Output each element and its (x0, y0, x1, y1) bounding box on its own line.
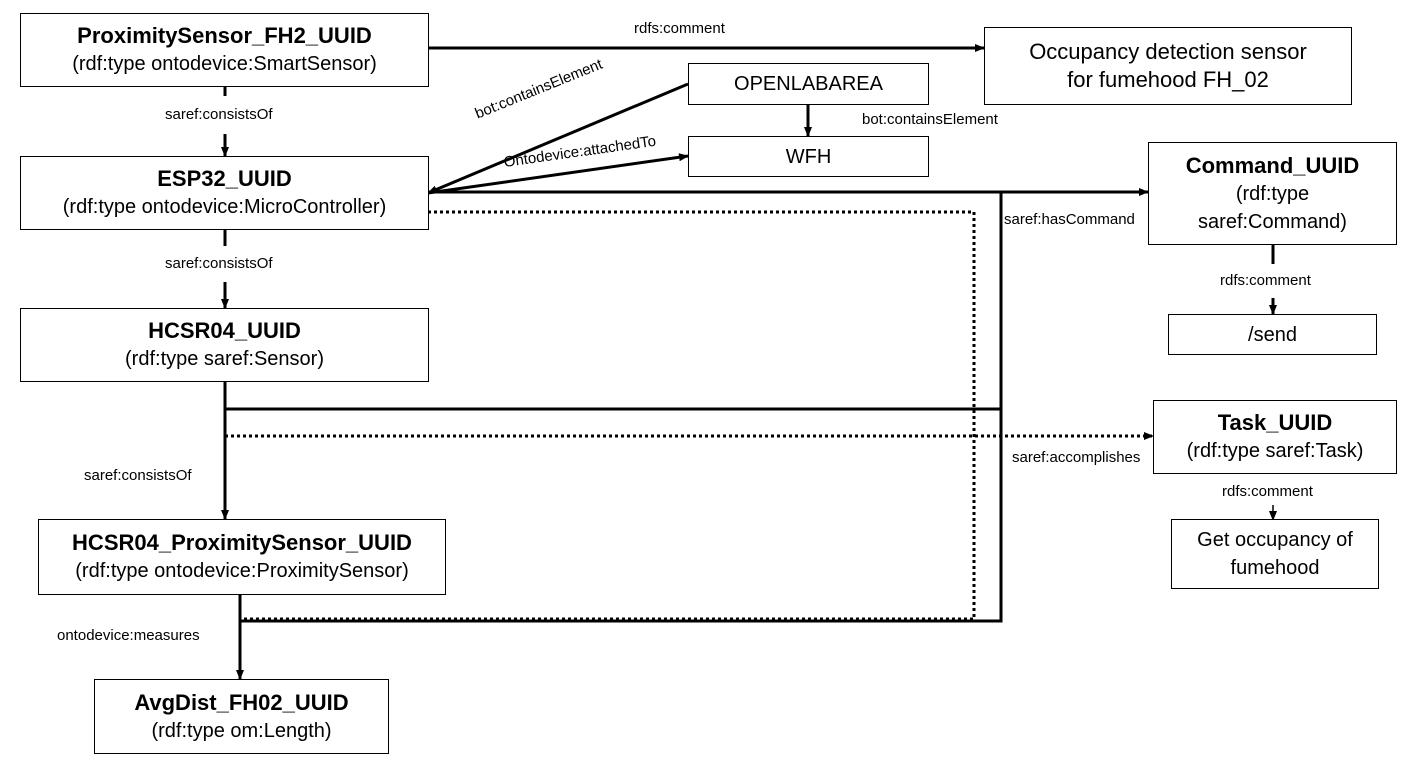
node-type: (rdf:type om:Length) (151, 719, 332, 742)
command-node: Command_UUID (rdf:type saref:Command) (1148, 142, 1397, 245)
edge-label-measures: ontodevice:measures (57, 627, 200, 644)
node-title: Command_UUID (1185, 152, 1360, 178)
edge-label-accomplishes: saref:accomplishes (1012, 449, 1141, 466)
edge-label-consists-of-3: saref:consistsOf (84, 467, 192, 484)
edge-attached-to (427, 153, 689, 195)
comment-line-1: Occupancy detection sensor (1029, 39, 1307, 64)
occupancy-comment-node: Occupancy detection sensor for fumehood … (984, 27, 1352, 105)
node-type: (rdf:type saref:Task) (1186, 440, 1364, 462)
hcsr04-proximity-node: HCSR04_ProximitySensor_UUID (rdf:type on… (38, 519, 446, 595)
node-title: AvgDist_FH02_UUID (134, 689, 349, 715)
node-title: ProximitySensor_FH2_UUID (77, 23, 372, 48)
proximity-sensor-node: ProximitySensor_FH2_UUID (rdf:type ontod… (20, 13, 429, 87)
edge-label-has-command: saref:hasCommand (1004, 211, 1135, 228)
comment-line-2: for fumehood FH_02 (1067, 67, 1269, 92)
openlabarea-node: OPENLABAREA (688, 63, 929, 105)
edge-label-rdfs-comment-top: rdfs:comment (634, 20, 725, 37)
send-node: /send (1168, 314, 1377, 355)
node-type-line-2: saref:Command) (1198, 210, 1347, 233)
avgdist-node: AvgDist_FH02_UUID (rdf:type om:Length) (94, 679, 389, 754)
edge-label-consists-of-1: saref:consistsOf (165, 106, 273, 123)
edge-label-rdfs-comment-command: rdfs:comment (1220, 272, 1311, 289)
edge-accomplishes-esp32 (240, 210, 976, 621)
edge-bot-contains-diag (427, 82, 689, 195)
node-type: (rdf:type ontodevice:SmartSensor) (72, 53, 377, 75)
hcsr04-node: HCSR04_UUID (rdf:type saref:Sensor) (20, 308, 429, 382)
get-occupancy-node: Get occupancy of fumehood (1171, 519, 1379, 589)
node-title: HCSR04_ProximitySensor_UUID (72, 530, 412, 555)
edge-label-consists-of-2: saref:consistsOf (165, 255, 273, 272)
node-label: /send (1248, 323, 1297, 346)
task-node: Task_UUID (rdf:type saref:Task) (1153, 400, 1397, 474)
node-type: (rdf:type ontodevice:ProximitySensor) (75, 560, 409, 582)
comment-line-2: fumehood (1230, 557, 1320, 579)
node-title: ESP32_UUID (157, 166, 292, 191)
node-title: HCSR04_UUID (148, 318, 301, 343)
edge-label-rdfs-comment-task: rdfs:comment (1222, 483, 1313, 500)
node-type: (rdf:type ontodevice:MicroController) (62, 196, 387, 218)
node-label: OPENLABAREA (734, 73, 883, 95)
node-type-line-1: (rdf:type (1235, 182, 1310, 205)
wfh-node: WFH (688, 136, 929, 177)
node-title: Task_UUID (1217, 410, 1333, 435)
node-type: (rdf:type saref:Sensor) (125, 348, 324, 370)
edge-has-command-loop (240, 192, 1003, 623)
node-label: WFH (785, 145, 832, 168)
esp32-node: ESP32_UUID (rdf:type ontodevice:MicroCon… (20, 156, 429, 230)
edge-label-bot-contains-vert: bot:containsElement (862, 111, 998, 128)
comment-line-1: Get occupancy of (1197, 529, 1353, 551)
